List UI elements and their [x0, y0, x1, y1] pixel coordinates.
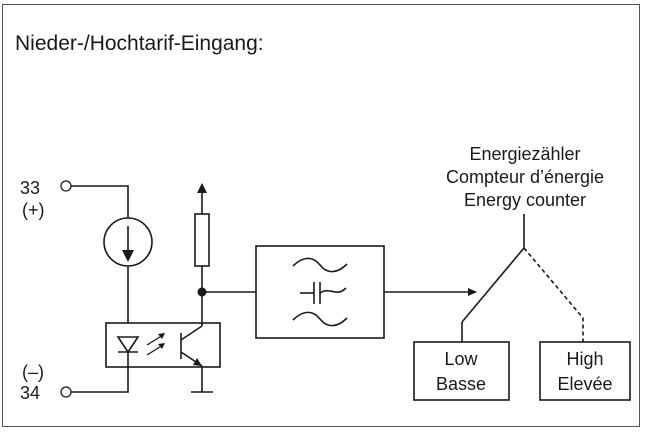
wire-terminal-34: [71, 367, 129, 393]
counter-label-en: Energy counter: [464, 190, 586, 210]
tariff-switch-icon: [461, 214, 584, 342]
diagram-title: Nieder-/Hochtarif-Eingang:: [15, 32, 264, 55]
led-icon: [116, 336, 140, 367]
terminal-34-connector: [60, 386, 72, 398]
wire-terminal-33: [71, 185, 129, 218]
terminal-33-number: 33: [20, 178, 40, 198]
counter-label-fr: Compteur d’énergie: [446, 167, 604, 187]
terminal-34-number: 34: [20, 383, 40, 403]
low-tariff-box: [413, 341, 510, 401]
low-tariff-label-en: Low: [444, 349, 478, 369]
phototransistor-icon: [180, 325, 203, 367]
supply-arrow-icon: [197, 183, 207, 193]
low-tariff-label-fr: Basse: [436, 374, 486, 394]
high-tariff-label-fr: Elevée: [557, 374, 612, 394]
high-tariff-label-en: High: [566, 349, 603, 369]
high-tariff-box: [539, 341, 631, 401]
counter-label-de: Energiezähler: [469, 144, 580, 164]
terminal-33-connector: [60, 180, 72, 192]
current-source-icon: [103, 217, 153, 267]
terminal-33-sign: (+): [22, 200, 45, 220]
optocoupler-box: [105, 322, 221, 368]
filter-icon: [292, 257, 348, 327]
resistor-icon: [194, 213, 210, 267]
terminal-34-sign: (–): [22, 362, 44, 382]
light-arrows-icon: [146, 333, 165, 356]
diagram-frame: [2, 4, 640, 427]
